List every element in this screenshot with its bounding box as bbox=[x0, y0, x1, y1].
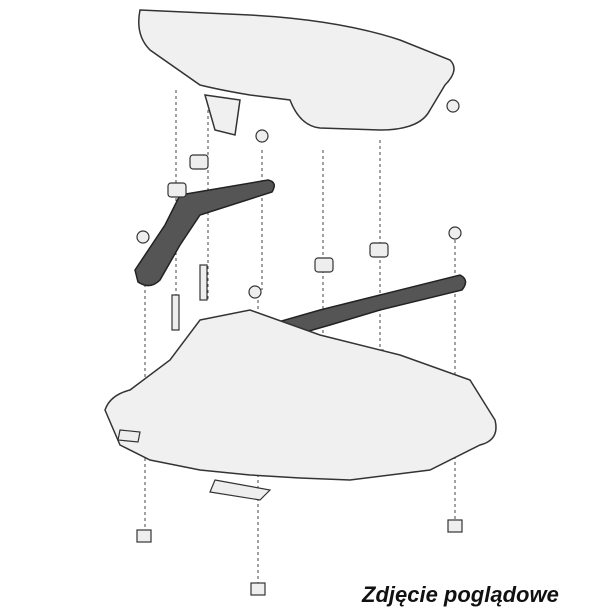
grab-rail bbox=[138, 9, 455, 131]
rack-slot bbox=[117, 429, 141, 443]
base-rack-plate bbox=[104, 309, 497, 481]
nuts bbox=[136, 519, 463, 596]
spacers bbox=[167, 154, 389, 273]
rail-bolt bbox=[446, 99, 460, 113]
grab-rail-mount bbox=[203, 94, 241, 136]
left-mounting-plate bbox=[134, 179, 275, 287]
rack-slot bbox=[209, 479, 272, 501]
illustrative-photo-caption: Zdjęcie poglądowe bbox=[362, 582, 559, 607]
